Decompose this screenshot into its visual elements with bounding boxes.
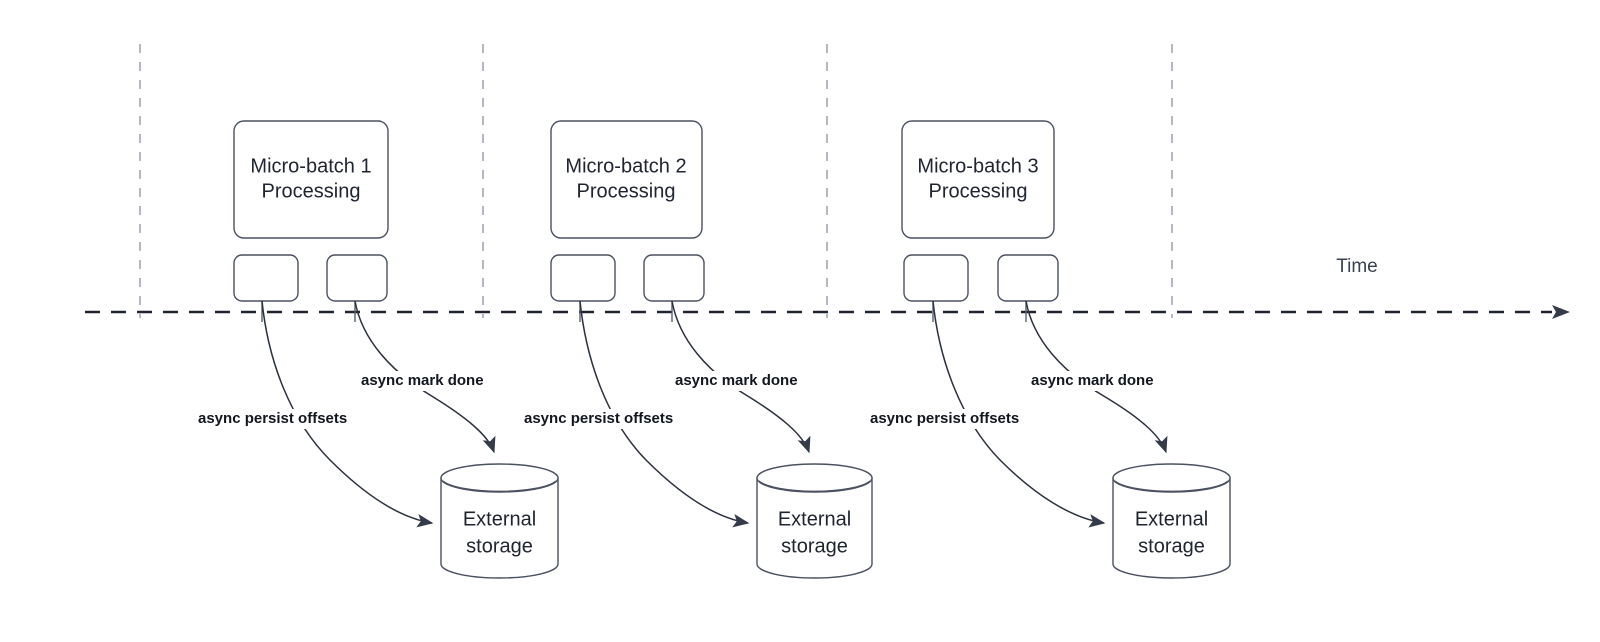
edge-label-halo-mark-1 xyxy=(357,371,503,391)
edge-label-mark-done-1: async mark done xyxy=(361,372,484,389)
group-1: Micro-batch 1 Processing External storag… xyxy=(194,120,559,579)
edge-persist-offsets-3 xyxy=(932,300,1106,528)
micro-batch-1-box[interactable] xyxy=(233,120,389,239)
task-box-persist-3[interactable] xyxy=(903,254,969,302)
external-storage-2-body xyxy=(756,477,873,579)
group-2: Micro-batch 2 Processing External storag… xyxy=(520,120,873,579)
edge-label-halo-persist-2 xyxy=(520,409,702,429)
time-axis-label: Time xyxy=(1336,256,1378,277)
timeline-axis: Time xyxy=(85,256,1570,319)
external-storage-2-top-shadow xyxy=(758,480,871,493)
external-storage-2-label-line2: storage xyxy=(781,535,848,557)
edge-mark-done-2 xyxy=(671,300,811,454)
external-storage-3[interactable]: External storage xyxy=(1112,463,1231,579)
micro-batch-2-label-line2: Processing xyxy=(577,180,676,202)
external-storage-1-body xyxy=(440,477,559,579)
micro-batch-3-label-line1: Micro-batch 3 xyxy=(917,155,1038,177)
external-storage-1-top-shadow xyxy=(442,480,557,493)
micro-batch-2-box[interactable] xyxy=(550,120,703,239)
edge-label-persist-offsets-1: async persist offsets xyxy=(198,410,347,427)
external-storage-1-label-line2: storage xyxy=(466,535,533,557)
edge-label-halo-persist-1 xyxy=(194,409,376,429)
edge-persist-offsets-2 xyxy=(579,300,750,528)
micro-batch-2-label-line1: Micro-batch 2 xyxy=(565,155,686,177)
edge-mark-done-3 xyxy=(1025,300,1168,454)
timeline-arrowhead xyxy=(1552,305,1570,319)
group-3: Micro-batch 3 Processing External storag… xyxy=(866,120,1231,579)
edge-mark-done-1 xyxy=(354,300,496,454)
edge-label-halo-mark-3 xyxy=(1027,371,1173,391)
external-storage-2[interactable]: External storage xyxy=(756,463,873,579)
micro-batch-1-label-line1: Micro-batch 1 xyxy=(250,155,371,177)
micro-batch-1-label-line2: Processing xyxy=(262,180,361,202)
edge-label-halo-mark-2 xyxy=(671,371,817,391)
external-storage-1[interactable]: External storage xyxy=(440,463,559,579)
edge-label-persist-offsets-2: async persist offsets xyxy=(524,410,673,427)
external-storage-2-label-line1: External xyxy=(778,508,851,530)
edge-label-mark-done-3: async mark done xyxy=(1031,372,1154,389)
edge-persist-offsets-1 xyxy=(261,300,434,528)
micro-batch-3-box[interactable] xyxy=(901,120,1055,239)
micro-batch-3-label-line2: Processing xyxy=(929,180,1028,202)
external-storage-3-label-line1: External xyxy=(1135,508,1208,530)
external-storage-3-body xyxy=(1112,477,1231,579)
external-storage-3-top-shadow xyxy=(1114,480,1229,493)
external-storage-3-label-line2: storage xyxy=(1138,535,1205,557)
edge-label-persist-offsets-3: async persist offsets xyxy=(870,410,1019,427)
task-box-mark-2[interactable] xyxy=(643,254,705,302)
edge-label-mark-done-2: async mark done xyxy=(675,372,798,389)
task-box-mark-3[interactable] xyxy=(997,254,1059,302)
task-box-mark-1[interactable] xyxy=(326,254,388,302)
task-box-persist-1[interactable] xyxy=(233,254,299,302)
task-box-persist-2[interactable] xyxy=(550,254,616,302)
external-storage-1-label-line1: External xyxy=(463,508,536,530)
edge-label-halo-persist-3 xyxy=(866,409,1048,429)
